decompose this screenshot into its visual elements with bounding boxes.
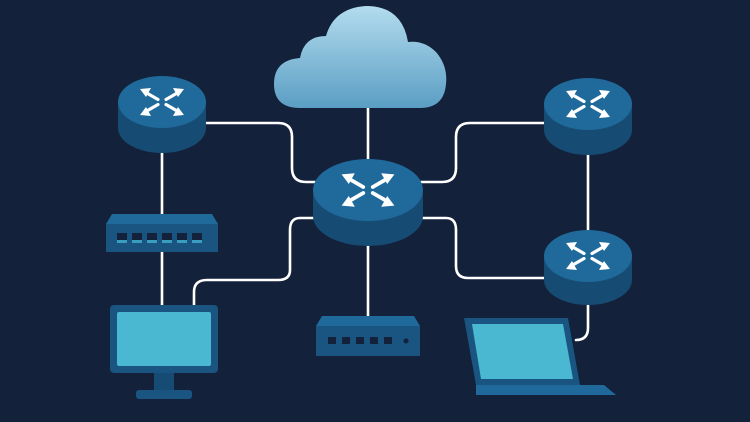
switch-center[interactable]	[316, 316, 420, 356]
link-core-monitor	[192, 216, 317, 308]
link-router-right-laptop	[574, 298, 590, 342]
cloud-icon	[274, 6, 447, 108]
router-top-left[interactable]	[118, 76, 206, 153]
laptop-icon[interactable]	[464, 318, 616, 395]
router-right[interactable]	[544, 230, 632, 305]
links	[160, 104, 590, 342]
monitor-icon[interactable]	[110, 305, 218, 399]
link-core-router-right	[419, 216, 548, 280]
link-core-router-topleft	[202, 121, 317, 184]
link-core-router-topright	[419, 121, 548, 184]
switch-left[interactable]	[106, 214, 218, 252]
router-core[interactable]	[313, 159, 423, 246]
router-top-right[interactable]	[544, 78, 632, 155]
